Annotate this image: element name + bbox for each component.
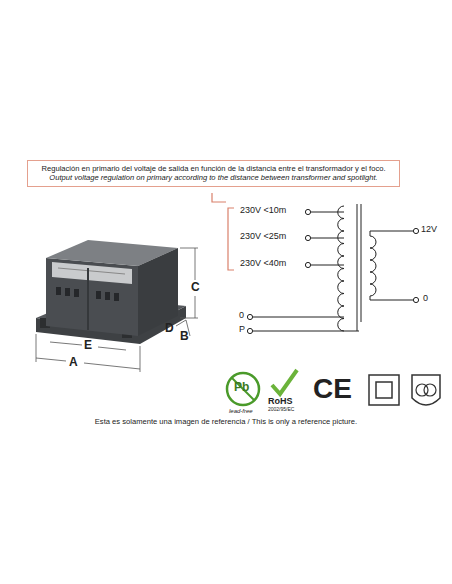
rohs-directive: 2002/95/EC xyxy=(268,407,294,413)
lead-free-text: lead-free xyxy=(229,408,253,415)
dimension-lines xyxy=(36,248,198,372)
tap-label: 230V <40m xyxy=(240,259,286,269)
output-label: 12V xyxy=(421,225,437,235)
tap-label: 230V <25m xyxy=(240,232,286,242)
leader-line xyxy=(212,193,234,270)
dimension-letter: A xyxy=(69,356,78,369)
callout-box: Regulación en primario del voltaje de sa… xyxy=(27,160,400,187)
transformer-picture xyxy=(36,240,186,344)
rohs-text: RoHS xyxy=(268,397,293,407)
dimension-letter: E xyxy=(84,339,92,352)
dimension-letter: B xyxy=(180,330,189,343)
note-english: Output voltage regulation on primary acc… xyxy=(34,173,393,182)
ce-mark: CE xyxy=(313,374,352,405)
terminals xyxy=(247,209,418,333)
note-spanish: Regulación en primario del voltaje de sa… xyxy=(34,164,393,173)
lead-free-symbol: Pb xyxy=(234,381,249,394)
certification-icons xyxy=(227,370,440,405)
dimension-letter: C xyxy=(191,281,200,294)
terminal-label: 0 xyxy=(423,294,428,304)
caption: Esta es solamente una imagen de referenc… xyxy=(0,418,452,426)
tap-label: 230V <10m xyxy=(240,206,286,216)
terminal-label: P xyxy=(239,325,245,335)
dimension-letter: D xyxy=(165,322,174,335)
terminal-label: 0 xyxy=(239,311,244,321)
